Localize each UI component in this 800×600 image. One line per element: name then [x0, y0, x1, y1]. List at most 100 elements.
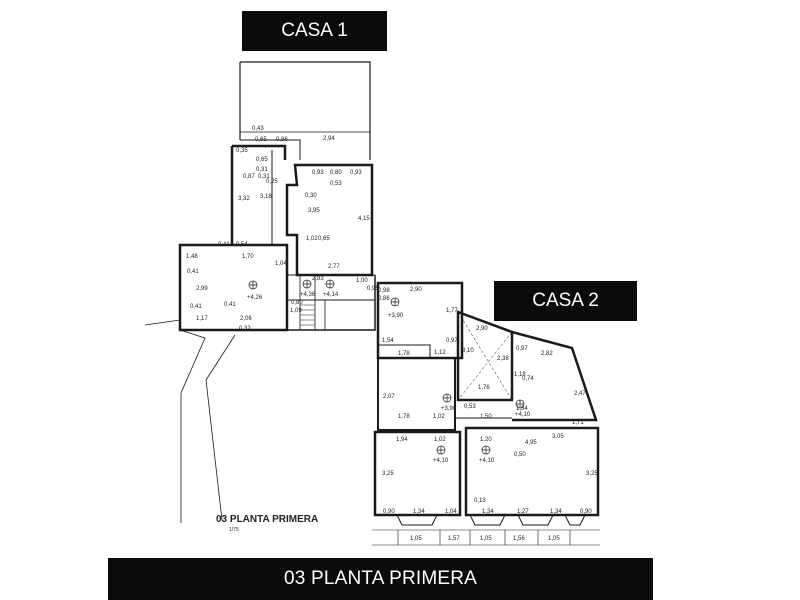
dimension-labels: 0,43 0,65 0,86 2,94 0,35 0,65 0,93 0,80 … [186, 126, 598, 542]
dim-label: 1,27 [517, 509, 529, 515]
dim-label: 1,34 [550, 509, 562, 515]
dim-label: 1,00 [356, 278, 368, 284]
dim-label: 0,41 [187, 269, 199, 275]
dim-label: 1,34 [516, 406, 528, 412]
dim-label: 4,15 [358, 216, 370, 222]
dim-label: +4,10 [479, 458, 495, 464]
dim-label: 1,78 [398, 351, 410, 357]
plan-scale: 1/75 [229, 527, 239, 533]
dim-label: +3,90 [441, 406, 457, 412]
dim-label: 1,17 [196, 316, 208, 322]
dim-label: 1,56 [513, 536, 525, 542]
dim-label: 2,06 [240, 316, 252, 322]
dim-label: 1,05 [480, 536, 492, 542]
dim-label: 1,76 [478, 385, 490, 391]
dim-label: 0,98 [378, 288, 390, 294]
dim-label: 1,04 [275, 261, 287, 267]
casa-1-walls [144, 61, 376, 523]
dim-label: 0,54 [236, 242, 248, 248]
dim-label: 2,90 [476, 326, 488, 332]
dim-label: 1,05 [548, 536, 560, 542]
dim-label: 0,97 [446, 338, 458, 344]
dim-label: 0,31 [256, 167, 268, 173]
dim-label: 3,18 [260, 194, 272, 200]
footer-title-bar: 03 PLANTA PRIMERA [108, 558, 653, 600]
dim-label: 0,93 [350, 170, 362, 176]
dim-label: +4,14 [323, 292, 339, 298]
dim-label: 1,20 [480, 437, 492, 443]
dim-label: 2,77 [328, 264, 340, 270]
dim-label: 1,05 [410, 536, 422, 542]
dim-label: 1,50 [480, 414, 492, 420]
dim-label: 1,57 [448, 536, 460, 542]
dim-label: 1,94 [396, 437, 408, 443]
dim-label: 1,71 [572, 420, 584, 426]
dim-label: +4,10 [433, 458, 449, 464]
dim-label: +4,36 [300, 292, 316, 298]
dim-label: 2,07 [383, 394, 395, 400]
dim-label: 0,87 [243, 174, 255, 180]
dim-label: 0,74 [522, 376, 534, 382]
dim-label: 2,83 [312, 276, 324, 282]
dim-label: 1,02 [433, 414, 445, 420]
plan-title: 03 PLANTA PRIMERA [216, 514, 318, 525]
dim-label: 1,34 [482, 509, 494, 515]
dim-label: 1,70 [242, 254, 254, 260]
dim-label: 3,05 [552, 434, 564, 440]
dim-label: 1,48 [186, 254, 198, 260]
dim-label: 0,65 [256, 157, 268, 163]
dim-label: 0,53 [464, 404, 476, 410]
casa-1-label: CASA 1 [242, 11, 387, 51]
dim-label: 0,93 [312, 170, 324, 176]
dim-label: 0,50 [514, 452, 526, 458]
dim-label: 3,32 [238, 196, 250, 202]
casa-2-walls [372, 281, 600, 546]
dim-label: 0,80 [291, 300, 303, 306]
dim-label: 0,86 [378, 296, 390, 302]
dim-label: 0,95 [367, 286, 379, 292]
dim-label: 3,25 [586, 471, 598, 477]
dim-label: 1,77 [446, 308, 458, 314]
dim-label: 0,25 [266, 179, 278, 185]
dim-label: 3,95 [308, 208, 320, 214]
dim-label: 3,10 [462, 348, 474, 354]
dim-label: 0,35 [236, 148, 248, 154]
dim-label: 0,13 [474, 498, 486, 504]
dim-label: 1,04 [445, 509, 457, 515]
dim-label: 1,02 [434, 437, 446, 443]
dim-label: 2,90 [410, 287, 422, 293]
dim-label: 2,94 [323, 136, 335, 142]
dim-label: 2,82 [541, 351, 553, 357]
dim-label: 2,99 [196, 286, 208, 292]
dim-label: 1,34 [413, 509, 425, 515]
dim-label: 0,65 [318, 236, 330, 242]
dim-label: 0,41 [224, 302, 236, 308]
dim-label: 0,90 [383, 509, 395, 515]
dim-label: 4,95 [525, 440, 537, 446]
dim-label: 1,78 [398, 414, 410, 420]
dim-label: 0,31 [258, 174, 270, 180]
dim-label: 0,86 [276, 137, 288, 143]
dim-label: 2,47 [574, 391, 586, 397]
level-markers [248, 279, 525, 455]
dim-label: 1,54 [382, 338, 394, 344]
dim-label: 0,90 [580, 509, 592, 515]
casa-2-label: CASA 2 [494, 281, 637, 321]
dim-label: 1,09 [290, 308, 302, 314]
dim-label: +3,90 [388, 313, 404, 319]
dim-label: 2,38 [497, 356, 509, 362]
dim-label: 0,41 [218, 242, 230, 248]
dim-label: 0,32 [239, 326, 251, 332]
dim-label: 0,41 [190, 304, 202, 310]
dim-label: 3,25 [382, 471, 394, 477]
dim-label: 0,30 [305, 193, 317, 199]
dim-label: +4,26 [247, 295, 263, 301]
dim-label: 0,53 [330, 181, 342, 187]
dim-label: 0,80 [330, 170, 342, 176]
dim-label: 1,12 [434, 350, 446, 356]
dim-label: +4,10 [515, 412, 531, 418]
dim-label: 1,02 [306, 236, 318, 242]
dim-label: 0,97 [516, 346, 528, 352]
dim-label: 1,18 [514, 372, 526, 378]
